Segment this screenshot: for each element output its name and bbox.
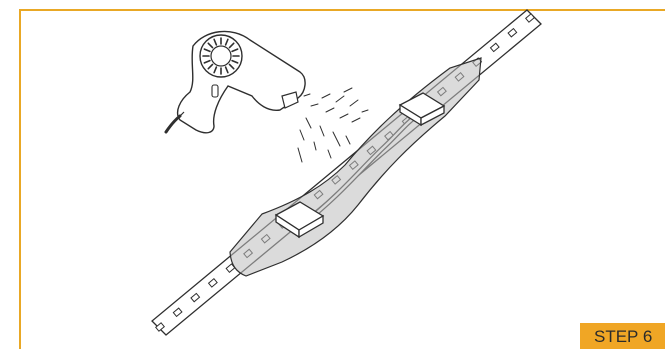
step-badge: STEP 6: [580, 323, 665, 349]
hair-dryer-icon: [166, 31, 305, 132]
